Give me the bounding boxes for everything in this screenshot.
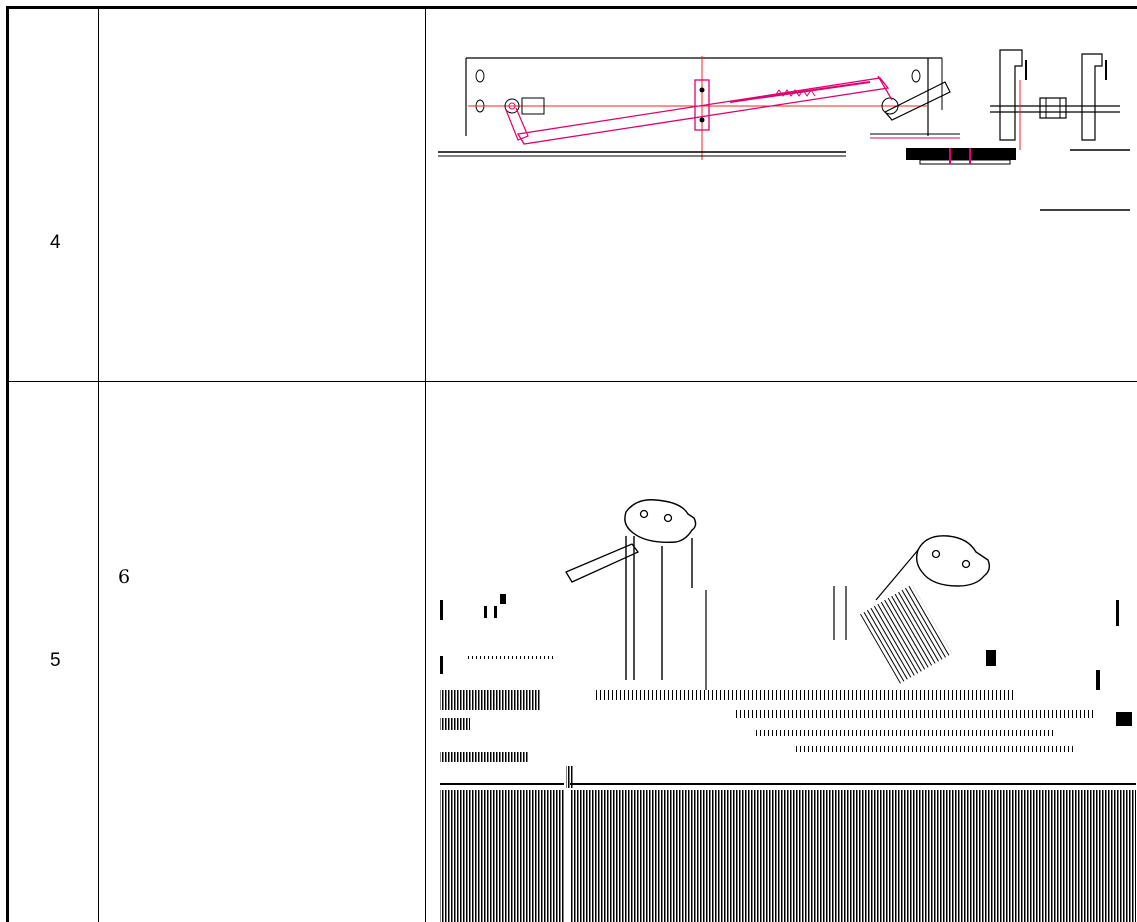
table-border-top bbox=[6, 6, 1137, 9]
row-number: 5 bbox=[50, 650, 61, 671]
row-description: 6 bbox=[118, 566, 131, 588]
linkage-assembly-drawing-icon bbox=[438, 49, 1130, 211]
row-number: 4 bbox=[50, 232, 61, 253]
hinge-bracket-render-icon bbox=[440, 499, 1136, 922]
column-divider-1 bbox=[98, 8, 99, 922]
table-border-left bbox=[6, 6, 9, 922]
column-divider-2 bbox=[425, 8, 426, 922]
row-divider bbox=[8, 381, 1137, 382]
